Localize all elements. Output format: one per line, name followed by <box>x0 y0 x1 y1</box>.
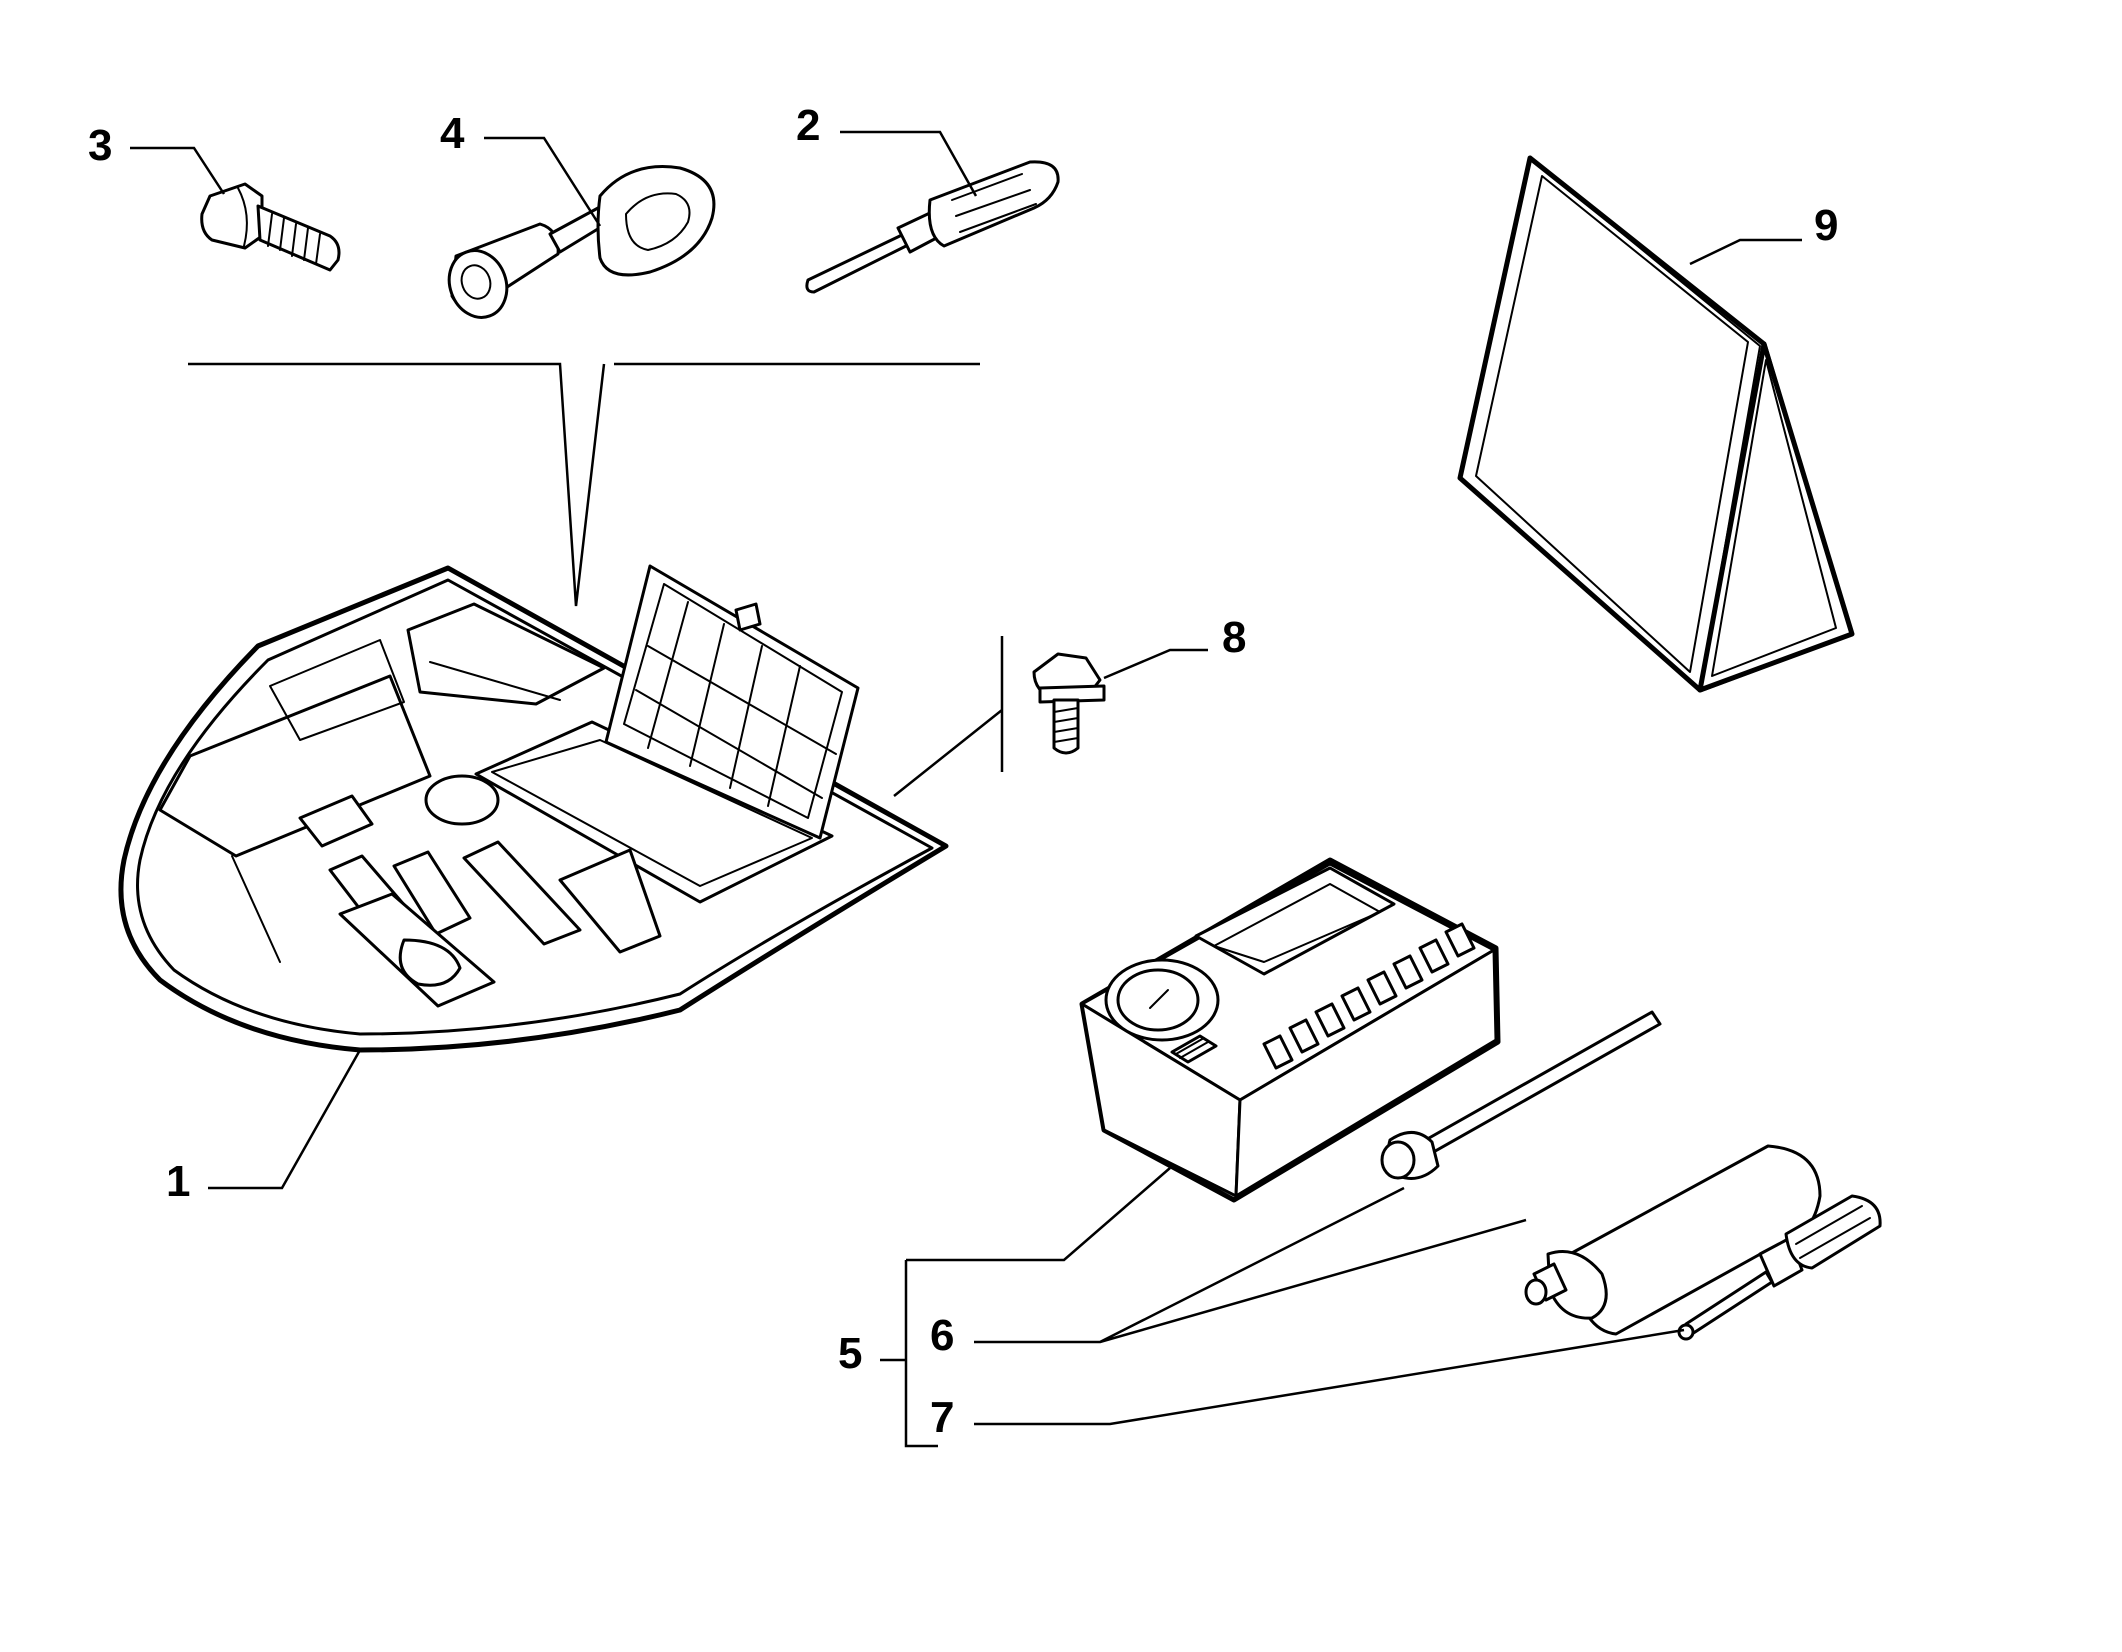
callout-2: 2 <box>796 101 820 150</box>
leader-8-bracket <box>893 636 1004 797</box>
leader-6 <box>974 1186 1527 1344</box>
part-9-warning-triangle[interactable] <box>1457 155 1855 693</box>
leader-8 <box>1103 648 1208 680</box>
leader-5 <box>880 1167 1171 1448</box>
callout-3: 3 <box>88 121 112 170</box>
callout-labels: 3 4 2 9 8 1 5 6 7 <box>88 101 1838 1442</box>
leader-3 <box>130 146 226 195</box>
part-7-valve-tool[interactable] <box>1677 1194 1882 1341</box>
part-3-bolt-adapter[interactable] <box>200 182 341 272</box>
callout-5: 5 <box>838 1329 862 1378</box>
leader-9 <box>1689 238 1802 266</box>
callout-9: 9 <box>1814 201 1838 250</box>
callout-6: 6 <box>930 1311 954 1360</box>
part-1-tool-tray[interactable] <box>118 564 949 1053</box>
callout-8: 8 <box>1222 613 1246 662</box>
part-4-wheel-wrench[interactable] <box>440 165 716 326</box>
part-5-compressor[interactable] <box>1079 857 1501 1203</box>
callout-1: 1 <box>166 1157 190 1206</box>
callout-4: 4 <box>440 109 465 158</box>
leader-lines <box>130 130 1802 1448</box>
part-2-screwdriver[interactable] <box>805 160 1060 294</box>
leader-7 <box>974 1328 1685 1426</box>
callout-7: 7 <box>930 1393 954 1442</box>
part-8-bolt[interactable] <box>1032 652 1106 755</box>
leader-tray-bracket <box>188 362 980 607</box>
leader-4 <box>484 136 602 227</box>
leader-2 <box>840 130 978 197</box>
leader-1 <box>208 1049 362 1190</box>
part-6-hose-and-sealant[interactable] <box>1380 1010 1822 1336</box>
